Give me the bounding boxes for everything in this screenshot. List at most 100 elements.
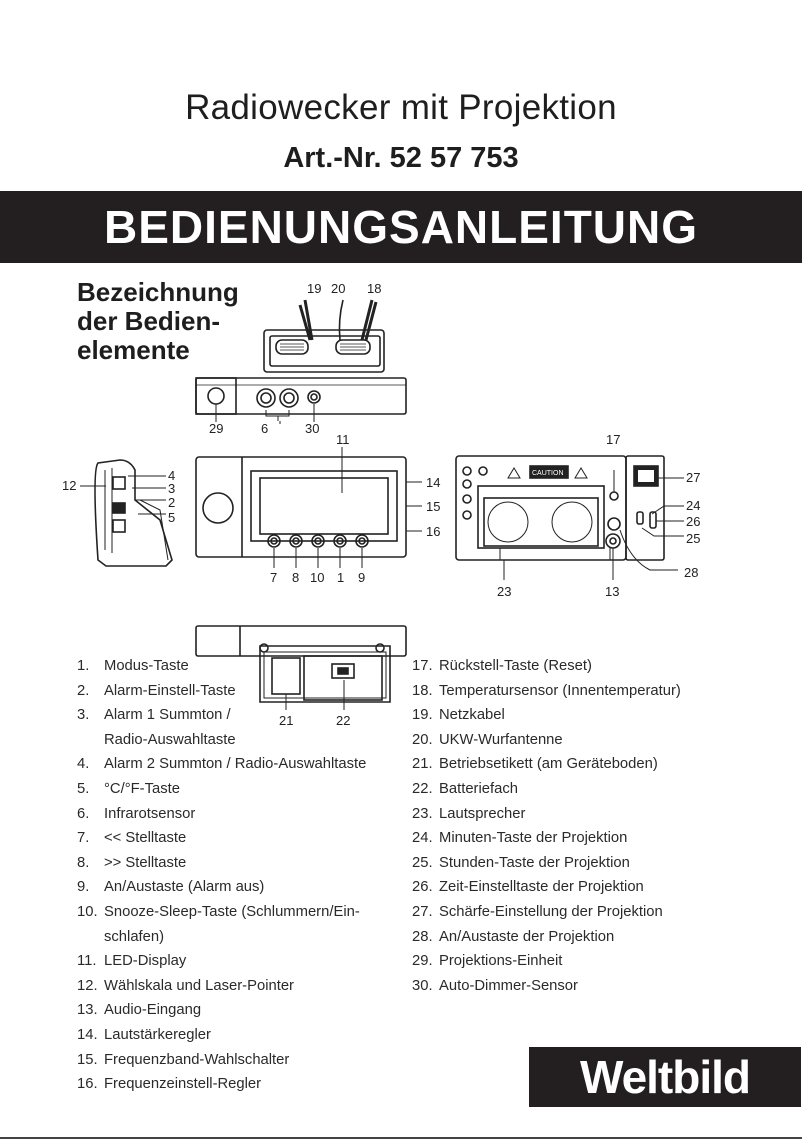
list-item-number: 5.	[77, 780, 90, 797]
list-item-text: Rückstell-Taste (Reset)	[439, 658, 592, 674]
list-item-text: Schärfe-Einstellung der Projektion	[439, 903, 663, 920]
callout-24: 24	[686, 498, 700, 513]
list-item-number: 20.	[412, 731, 433, 748]
list-item-number: 18.	[412, 682, 433, 699]
callout-30: 30	[305, 421, 319, 436]
list-item-number: 23.	[412, 805, 433, 822]
list-item-text: Zeit-Einstelltaste der Projektion	[439, 879, 644, 896]
list-item-text: °C/°F-Taste	[104, 780, 180, 797]
list-item-text: Alarm-Einstell-Taste	[104, 682, 236, 699]
document-title: Radiowecker mit Projektion	[185, 88, 617, 127]
callout-3: 3	[168, 481, 175, 496]
list-item: 25. Stunden-Taste der Projektion	[412, 851, 732, 876]
list-item: 29.Projektions-Einheit	[412, 949, 732, 974]
list-item-text: Alarm 1 Summton /	[104, 707, 231, 724]
list-item: 20. UKW-Wurfantenne	[412, 728, 732, 753]
list-item-text: Betriebsetikett (am Geräteboden)	[439, 756, 658, 773]
list-item-number: 21.	[412, 756, 433, 773]
parts-list-left: 1. Modus-Taste 2.Alarm-Einstell-Taste 3. Ala…	[77, 654, 407, 1097]
list-item-text: Auto-Dimmer-Sensor	[439, 977, 578, 994]
callout-27: 27	[686, 470, 700, 485]
list-item-number: 27.	[412, 903, 433, 920]
callout-25: 25	[686, 531, 700, 546]
list-item-number: 9.	[77, 879, 90, 896]
list-item-text: UKW-Wurfantenne	[439, 731, 563, 748]
callout-1: 1	[337, 570, 344, 585]
list-item-number: 1.	[77, 658, 90, 674]
list-item-number: 28.	[412, 928, 433, 945]
callout-13: 13	[605, 584, 619, 599]
list-item-text: Snooze-Sleep-Taste (Schlummern/Ein-	[104, 903, 360, 920]
list-item-text-continued: Radio-Auswahltaste	[104, 731, 236, 748]
banner-text: BEDIENUNGSANLEITUNG	[103, 201, 699, 253]
list-item: 7.<< Stelltaste	[77, 826, 407, 851]
list-item-number: 16.	[77, 1076, 98, 1093]
list-item-number: 29.	[412, 953, 433, 970]
weltbild-logo: Weltbild	[529, 1047, 801, 1107]
list-item-number: 19.	[412, 707, 433, 724]
side-view	[80, 459, 173, 567]
section-heading-line-3: elemente	[77, 335, 190, 365]
list-item-number: 25.	[412, 854, 433, 871]
list-item-text: Audio-Eingang	[104, 1002, 202, 1019]
list-item: 13. Audio-Eingang	[77, 998, 407, 1023]
callout-11: 11	[336, 432, 350, 447]
callout-12: 12	[62, 478, 76, 493]
list-item-number: 30.	[412, 977, 433, 994]
callout-15: 15	[426, 499, 440, 514]
callout-21: 21	[279, 713, 293, 728]
list-item-number: 10.	[77, 903, 98, 920]
list-item-text: Stunden-Taste der Projektion	[439, 854, 630, 871]
list-item-text: << Stelltaste	[104, 830, 187, 847]
list-item: 15. Frequenzband-Wahlschalter	[77, 1048, 407, 1073]
callout-9: 9	[358, 570, 365, 585]
list-item-text: Alarm 2 Summton / Radio-Auswahltaste	[104, 756, 367, 773]
list-item-text: Frequenzeinstell-Regler	[104, 1076, 262, 1093]
projection-unit-top-view	[195, 299, 407, 421]
callout-4: 4	[168, 468, 175, 483]
list-item: 28.An/Austaste der Projektion	[412, 925, 732, 950]
list-item-number: 15.	[77, 1051, 98, 1068]
list-item-text-continued: schlafen)	[104, 928, 165, 945]
bottom-view	[195, 625, 407, 710]
list-item: 3. Alarm 1 Summton / Radio-Auswahltaste	[77, 703, 407, 752]
list-item-text: Frequenzband-Wahlschalter	[104, 1051, 290, 1068]
list-item-text: Wählskala und Laser-Pointer	[104, 977, 294, 994]
list-item: 18.Temperatursensor (Innentemperatur)	[412, 679, 732, 704]
front-view	[195, 447, 422, 568]
section-heading: Bezeichnung der Bedien- elemente	[77, 278, 239, 365]
list-item: 9. An/Austaste (Alarm aus)	[77, 875, 407, 900]
list-item-number: 8.	[77, 854, 90, 871]
callout-19: 19	[307, 281, 321, 296]
footer-divider	[0, 1137, 802, 1139]
list-item-number: 3.	[77, 707, 90, 724]
article-number: Art.-Nr. 52 57 753	[283, 142, 519, 174]
list-item-text: Modus-Taste	[104, 658, 189, 674]
list-item-number: 22.	[412, 780, 433, 797]
list-item: 17.Rückstell-Taste (Reset)	[412, 654, 732, 679]
list-item-number: 12.	[77, 977, 98, 994]
list-item-text: Netzkabel	[439, 707, 505, 724]
list-item-number: 13.	[77, 1002, 98, 1019]
list-item: 10. Snooze-Sleep-Taste (Schlummern/Ein-sc…	[77, 900, 407, 949]
callout-14: 14	[426, 475, 440, 490]
list-item: 2.Alarm-Einstell-Taste	[77, 679, 407, 704]
callout-20: 20	[331, 281, 345, 296]
back-view	[455, 455, 684, 580]
list-item-text: An/Austaste (Alarm aus)	[104, 879, 265, 896]
callout-23: 23	[497, 584, 511, 599]
list-item: 26. Zeit-Einstelltaste der Projektion	[412, 875, 732, 900]
list-item-text: Lautsprecher	[439, 805, 526, 822]
list-item-text: LED-Display	[104, 953, 187, 970]
callout-5: 5	[168, 510, 175, 525]
title-banner: BEDIENUNGSANLEITUNG	[0, 191, 802, 263]
list-item: 11.LED-Display	[77, 949, 407, 974]
list-item: 8.>> Stelltaste	[77, 851, 407, 876]
callout-28: 28	[684, 565, 698, 580]
list-item: 22.Batteriefach	[412, 777, 732, 802]
list-item-number: 26.	[412, 879, 433, 896]
section-heading-line-1: Bezeichnung	[77, 277, 239, 307]
section-heading-line-2: der Bedien-	[77, 306, 221, 336]
callout-16: 16	[426, 524, 440, 539]
